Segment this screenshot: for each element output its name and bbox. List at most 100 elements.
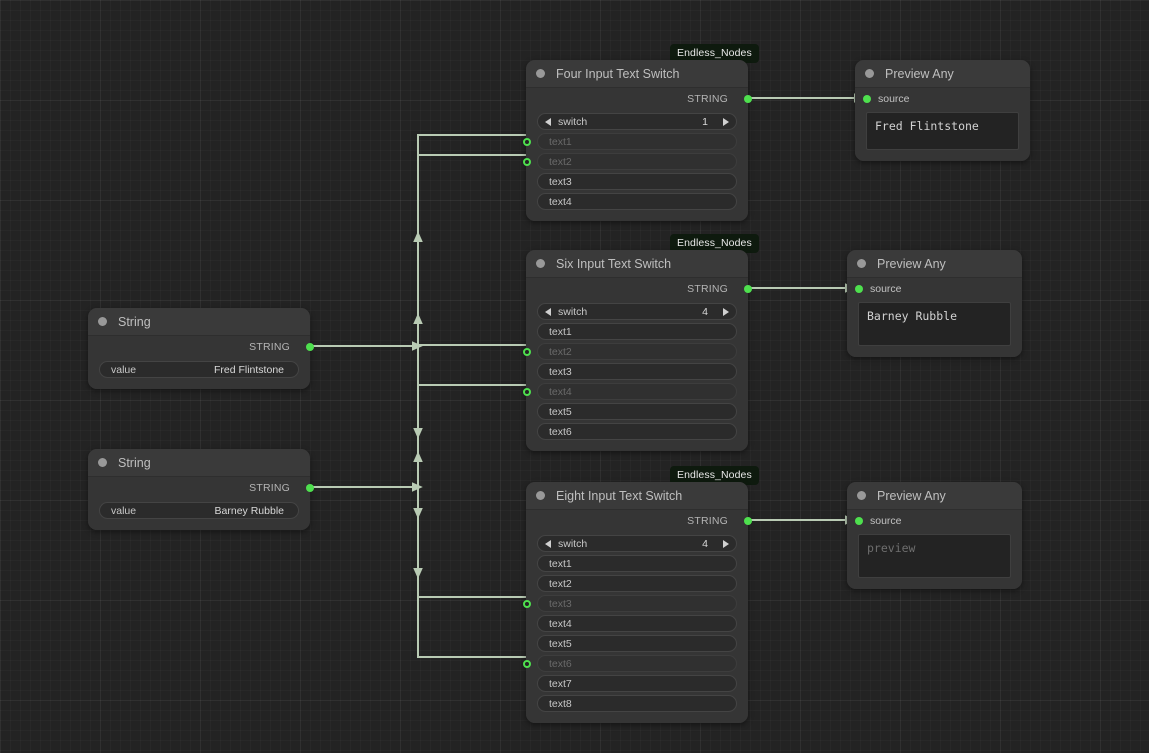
input-slot-text7[interactable]: text7 — [537, 675, 737, 692]
input-socket-dot-icon[interactable] — [523, 387, 531, 396]
input-slot-label: source — [870, 282, 902, 295]
node-string-fred[interactable]: String STRING value Fred Flintstone — [88, 308, 314, 389]
input-socket-dot-icon[interactable] — [523, 599, 531, 608]
input-slot-text2[interactable]: text2 — [537, 575, 737, 592]
node-title-bar[interactable]: String — [88, 308, 310, 336]
node-title-bar[interactable]: Eight Input Text Switch — [526, 482, 748, 510]
node-badge-endless-nodes: Endless_Nodes — [670, 466, 759, 485]
input-slot-text4[interactable]: text4 — [537, 615, 737, 632]
output-slot-string[interactable]: STRING — [99, 477, 314, 499]
output-socket-dot-icon[interactable] — [744, 285, 752, 293]
output-slot-string[interactable]: STRING — [99, 336, 314, 358]
widget-switch-stepper[interactable]: switch 4 — [537, 535, 737, 552]
node-preview-any-top[interactable]: Preview Any source Fred Flintstone — [855, 60, 1030, 161]
input-slot-label: text6 — [549, 425, 572, 438]
output-slot-string[interactable]: STRING — [537, 510, 752, 532]
widget-value[interactable]: value Fred Flintstone — [99, 361, 299, 378]
input-slot-text2[interactable]: text2 — [523, 153, 737, 170]
collapse-dot-icon[interactable] — [536, 491, 545, 500]
output-socket-dot-icon[interactable] — [744, 517, 752, 525]
node-title-bar[interactable]: Preview Any — [847, 482, 1022, 510]
collapse-dot-icon[interactable] — [857, 491, 866, 500]
collapse-dot-icon[interactable] — [857, 259, 866, 268]
widget-value-text: 4 — [702, 537, 708, 550]
input-slot-text5[interactable]: text5 — [537, 403, 737, 420]
input-slot-text3[interactable]: text3 — [523, 595, 737, 612]
collapse-dot-icon[interactable] — [865, 69, 874, 78]
collapse-dot-icon[interactable] — [98, 458, 107, 467]
input-socket-dot-icon[interactable] — [523, 137, 531, 146]
input-slot-text1[interactable]: text1 — [523, 133, 737, 150]
node-title-bar[interactable]: Six Input Text Switch — [526, 250, 748, 278]
input-slot-label: text2 — [549, 345, 572, 358]
widget-label: switch — [558, 305, 588, 318]
prev-arrow-icon[interactable] — [545, 539, 551, 548]
input-slot-label: text4 — [549, 385, 572, 398]
node-preview-any-middle[interactable]: Preview Any source Barney Rubble — [847, 250, 1022, 357]
input-socket-dot-icon[interactable] — [523, 659, 531, 668]
node-four-input-text-switch[interactable]: Four Input Text Switch STRING switch 1 t… — [523, 60, 752, 221]
input-slot-text2[interactable]: text2 — [523, 343, 737, 360]
next-arrow-icon[interactable] — [723, 307, 729, 316]
input-slot-text8[interactable]: text8 — [537, 695, 737, 712]
input-socket-dot-icon[interactable] — [523, 347, 531, 356]
collapse-dot-icon[interactable] — [536, 69, 545, 78]
output-socket-dot-icon[interactable] — [306, 343, 314, 351]
output-socket-dot-icon[interactable] — [744, 95, 752, 103]
node-title-bar[interactable]: Four Input Text Switch — [526, 60, 748, 88]
input-socket-dot-icon[interactable] — [863, 94, 871, 103]
node-title-text: Preview Any — [877, 488, 946, 503]
input-slot-source[interactable]: source — [855, 510, 1011, 531]
node-body: STRING value Barney Rubble — [88, 477, 314, 530]
node-body: source Fred Flintstone — [855, 88, 1030, 161]
node-body: source Barney Rubble — [847, 278, 1022, 357]
input-slot-text6[interactable]: text6 — [523, 655, 737, 672]
input-slot-text5[interactable]: text5 — [537, 635, 737, 652]
widget-label: switch — [558, 537, 588, 550]
input-slot-label: text4 — [549, 617, 572, 630]
input-slot-label: text2 — [549, 577, 572, 590]
node-string-barney[interactable]: String STRING value Barney Rubble — [88, 449, 314, 530]
input-slot-text1[interactable]: text1 — [537, 323, 737, 340]
preview-text-output: preview — [858, 534, 1011, 578]
input-slot-text4[interactable]: text4 — [523, 383, 737, 400]
prev-arrow-icon[interactable] — [545, 117, 551, 126]
widget-switch-stepper[interactable]: switch 1 — [537, 113, 737, 130]
input-socket-dot-icon[interactable] — [523, 157, 531, 166]
input-slot-label: text7 — [549, 677, 572, 690]
input-slot-label: text5 — [549, 405, 572, 418]
input-socket-dot-icon[interactable] — [855, 284, 863, 293]
prev-arrow-icon[interactable] — [545, 307, 551, 316]
output-slot-label: STRING — [249, 482, 290, 494]
input-socket-dot-icon[interactable] — [855, 516, 863, 525]
next-arrow-icon[interactable] — [723, 117, 729, 126]
input-slot-label: text5 — [549, 637, 572, 650]
output-socket-dot-icon[interactable] — [306, 484, 314, 492]
input-slot-text1[interactable]: text1 — [537, 555, 737, 572]
input-slot-text3[interactable]: text3 — [537, 363, 737, 380]
node-eight-input-text-switch[interactable]: Eight Input Text Switch STRING switch 4 … — [523, 482, 752, 723]
node-six-input-text-switch[interactable]: Six Input Text Switch STRING switch 4 te… — [523, 250, 752, 451]
node-preview-any-bottom[interactable]: Preview Any source preview — [847, 482, 1022, 589]
node-body: STRING switch 4 text1 text2 text3 tex — [523, 278, 752, 451]
node-title-bar[interactable]: String — [88, 449, 310, 477]
input-slot-source[interactable]: source — [855, 278, 1011, 299]
output-slot-string[interactable]: STRING — [537, 278, 752, 300]
node-title-bar[interactable]: Preview Any — [855, 60, 1030, 88]
input-slot-text3[interactable]: text3 — [537, 173, 737, 190]
input-slot-source[interactable]: source — [863, 88, 1019, 109]
widget-switch-stepper[interactable]: switch 4 — [537, 303, 737, 320]
input-slot-text6[interactable]: text6 — [537, 423, 737, 440]
input-slot-label: text6 — [549, 657, 572, 670]
input-slot-label: source — [878, 92, 910, 105]
collapse-dot-icon[interactable] — [98, 317, 107, 326]
collapse-dot-icon[interactable] — [536, 259, 545, 268]
input-slot-label: text1 — [549, 135, 572, 148]
node-title-bar[interactable]: Preview Any — [847, 250, 1022, 278]
output-slot-label: STRING — [687, 515, 728, 527]
next-arrow-icon[interactable] — [723, 539, 729, 548]
input-slot-text4[interactable]: text4 — [537, 193, 737, 210]
widget-value[interactable]: value Barney Rubble — [99, 502, 299, 519]
output-slot-string[interactable]: STRING — [537, 88, 752, 110]
